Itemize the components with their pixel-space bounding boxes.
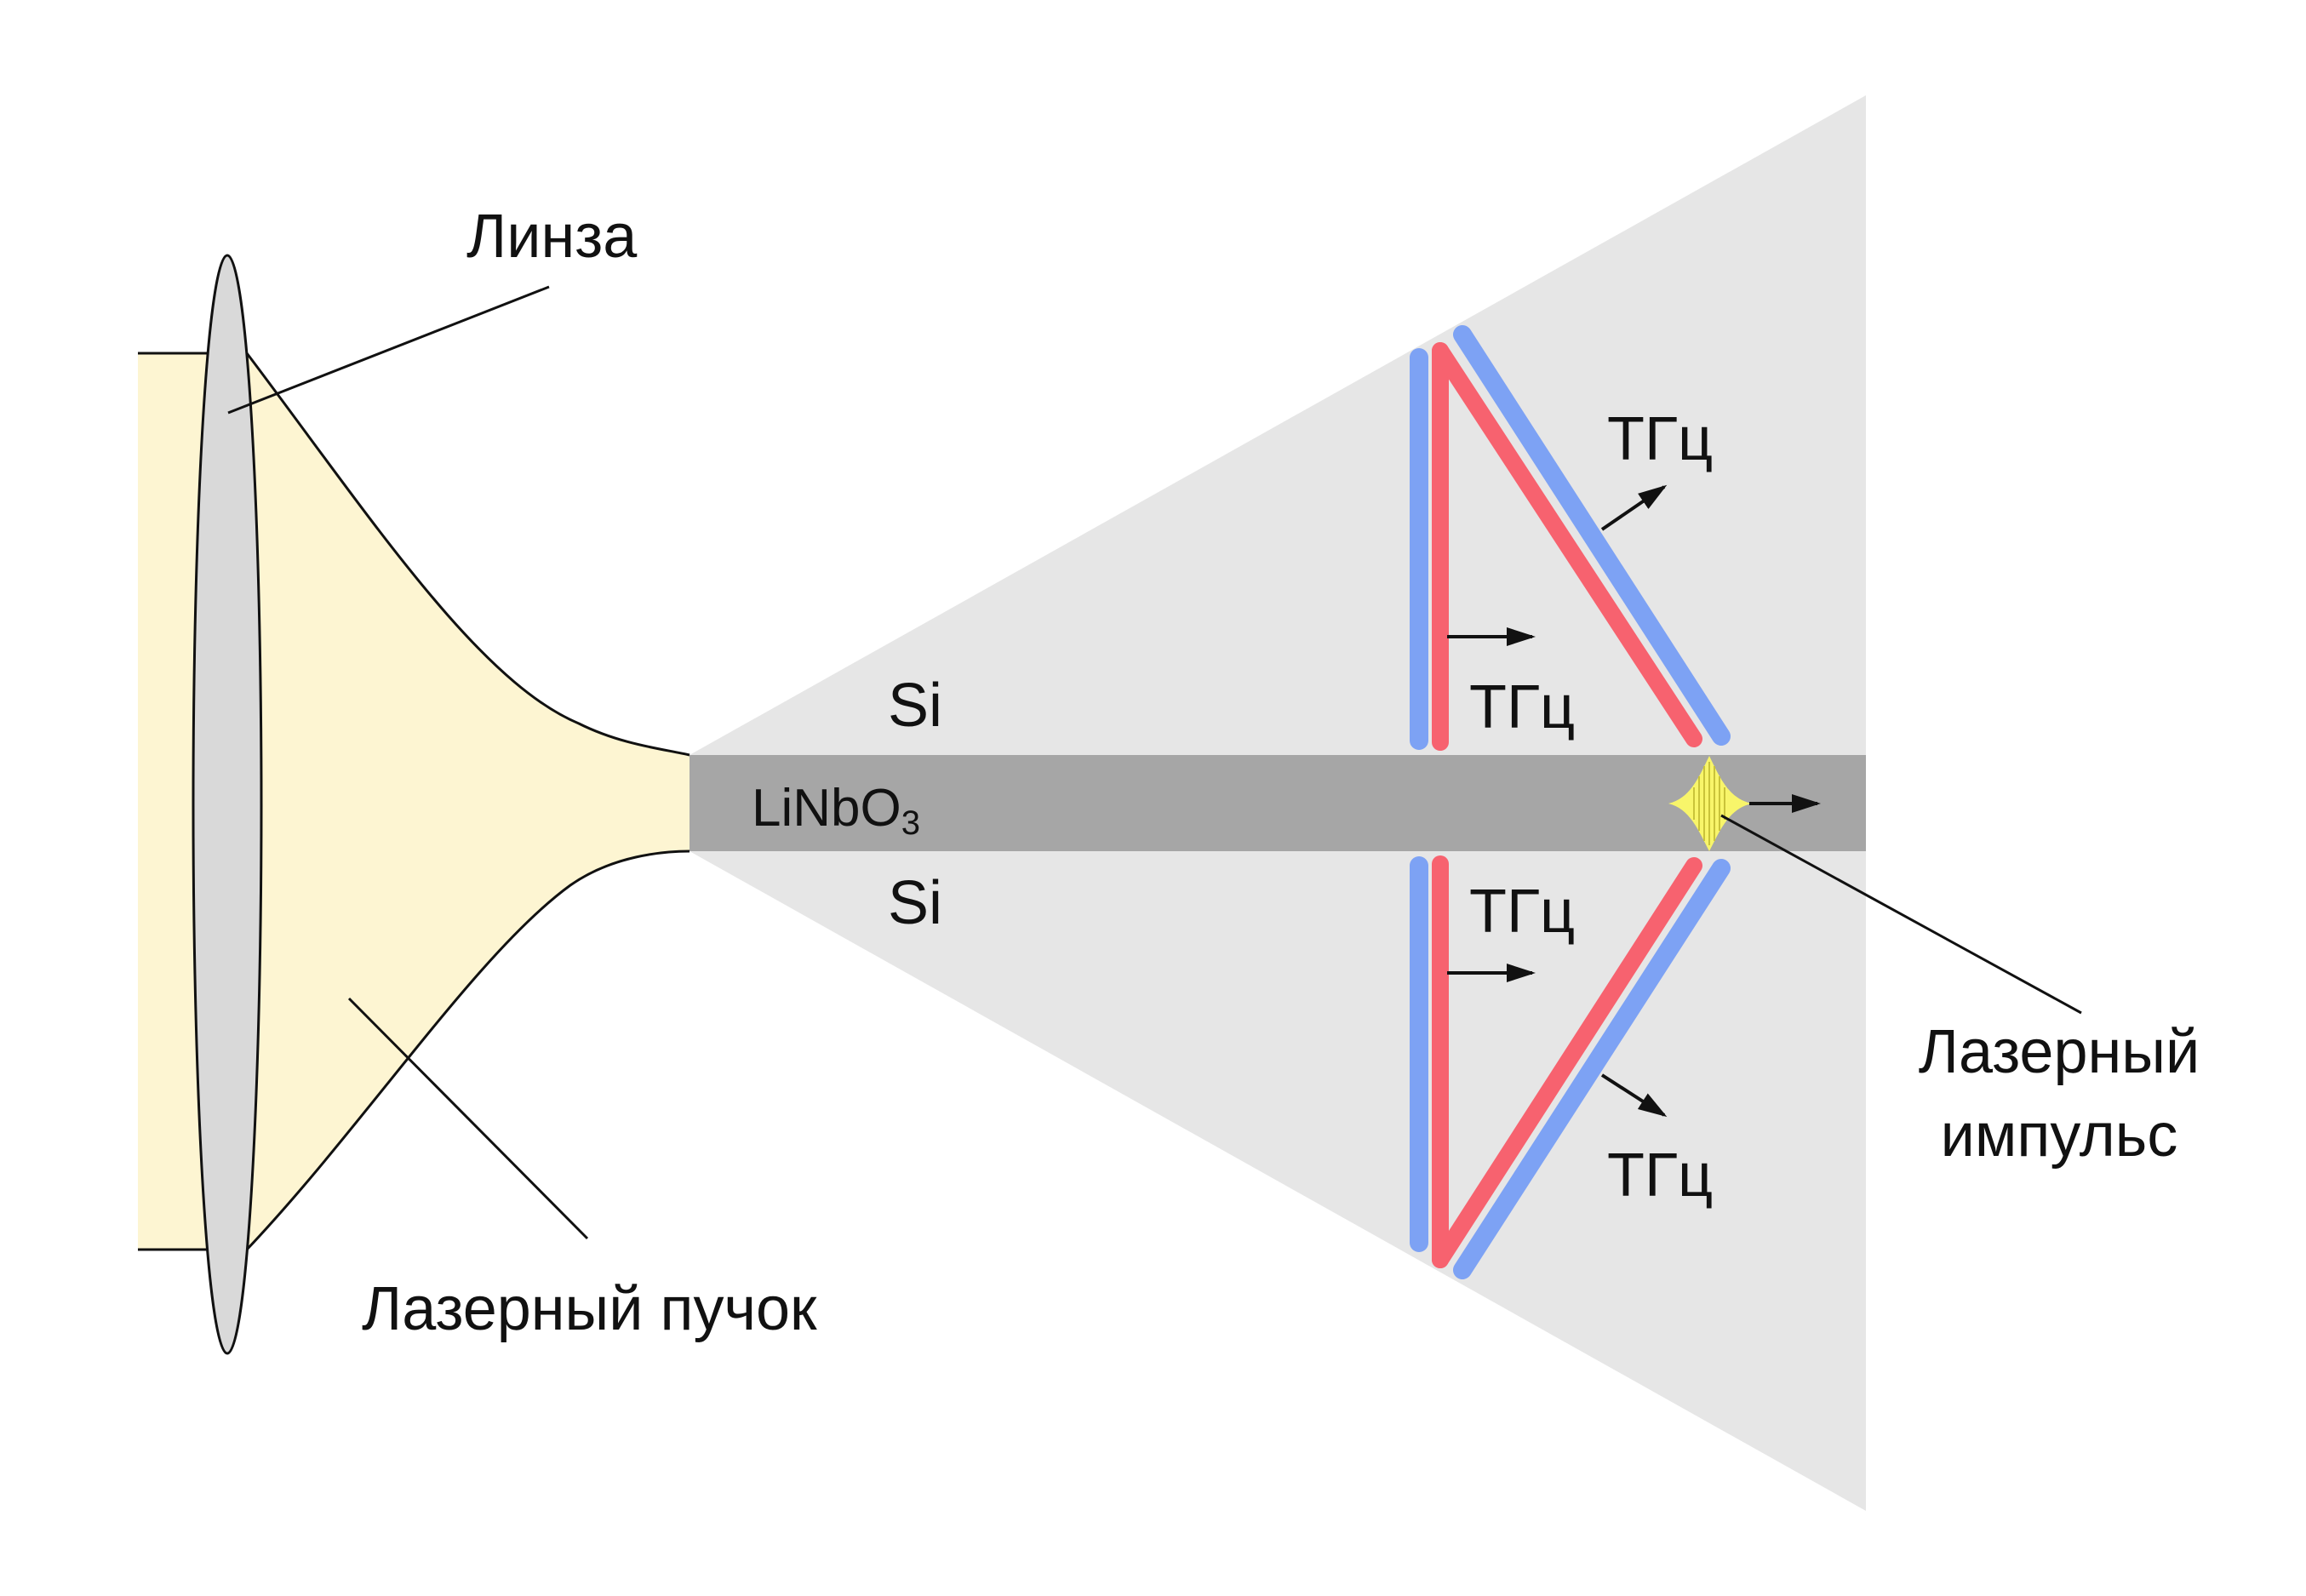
laser-pulse-label-line2: импульс xyxy=(1941,1101,2178,1170)
upper-oblique-front-blue xyxy=(1453,325,1731,746)
lower-oblique-front-blue xyxy=(1453,859,1731,1279)
beam-envelope-bottom xyxy=(245,849,690,1251)
beam-envelope-top xyxy=(245,352,690,757)
linbo3-label: LiNbO3 xyxy=(752,779,920,842)
thz-arrow-upper-oblique xyxy=(1600,484,1668,531)
upper-oblique-front-red xyxy=(1432,342,1702,747)
laser-pulse xyxy=(1668,756,1752,851)
thz-label-upper-vertical: ТГц xyxy=(1469,673,1575,741)
upper-thz-fronts xyxy=(1410,325,1731,751)
si-bottom-label: Si xyxy=(888,869,942,937)
linbo3-crystal xyxy=(690,755,1866,851)
pulse-oscillations xyxy=(1693,762,1725,845)
thz-label-lower-oblique: ТГц xyxy=(1607,1141,1713,1210)
thz-label-upper-oblique: ТГц xyxy=(1607,405,1713,473)
lens-label: Линза xyxy=(466,203,638,271)
beam-leader-line xyxy=(347,997,589,1240)
lens-leader-line xyxy=(227,285,550,415)
thz-label-lower-vertical: ТГц xyxy=(1469,878,1575,946)
linbo3-label-subscript: 3 xyxy=(901,804,920,842)
laser-beam xyxy=(138,353,690,1250)
laser-pulse-label-line1: Лазерный xyxy=(1919,1018,2200,1086)
lens xyxy=(192,254,263,1355)
linbo3-label-base: LiNbO xyxy=(752,779,901,838)
lower-thz-fronts xyxy=(1410,855,1731,1279)
thz-arrow-lower-oblique xyxy=(1600,1073,1668,1118)
pulse-leader-line xyxy=(1720,814,2082,1015)
laser-beam-label: Лазерный пучок xyxy=(362,1275,817,1343)
lower-oblique-front-red xyxy=(1432,857,1702,1268)
si-top-label: Si xyxy=(888,672,942,740)
